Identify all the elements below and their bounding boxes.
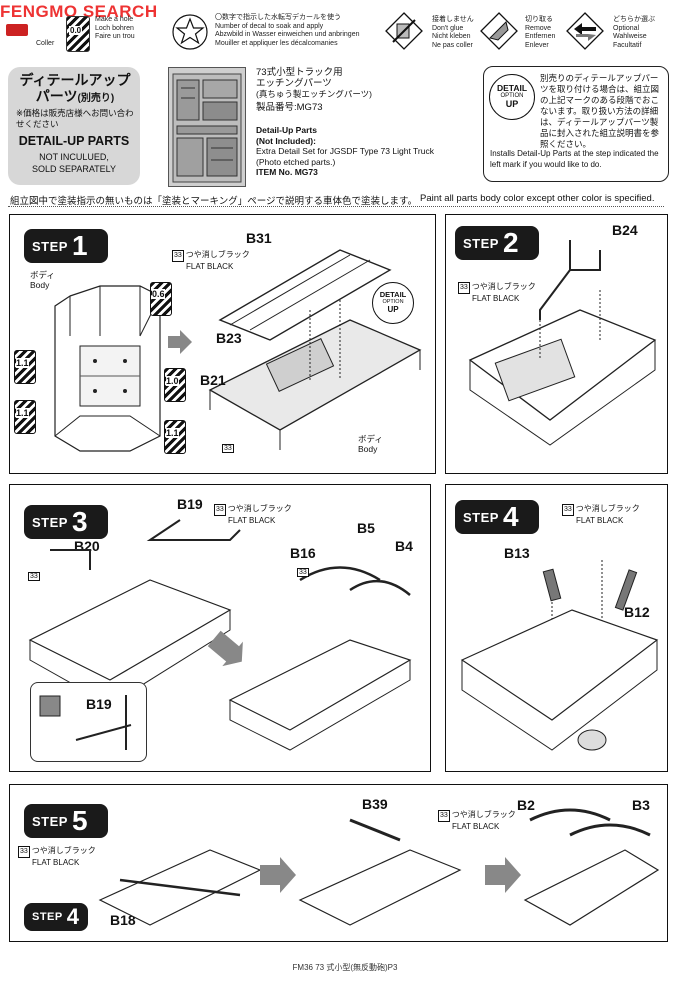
dotted-divider [8, 206, 664, 207]
drill-value: 1.1 [166, 428, 179, 438]
legend-drill-text: Make a hole Loch bohren Faire un trou [95, 16, 135, 40]
part-label: B2 [517, 797, 535, 813]
part-label: B21 [200, 372, 226, 388]
remove-icon [480, 12, 518, 50]
step-5-drawing [98, 808, 660, 926]
inset-drawing [39, 695, 132, 750]
step-3-inset [30, 682, 147, 762]
detail-option-up-badge: DETAIL OPTION UP [372, 282, 414, 324]
optional-icon [566, 12, 604, 50]
detail-option-up-badge: DETAIL OPTION UP [489, 74, 535, 120]
legend-fragment: Coller [36, 40, 55, 47]
detail-up-title-en: DETAIL-UP PARTS [18, 134, 130, 148]
assembly-arrow-icon [168, 330, 192, 354]
part-label: B4 [395, 538, 413, 554]
step-4-drawing [460, 560, 659, 751]
legend-no-glue-text: 接着しません Don't glue Nicht kleben Ne pas co… [432, 16, 474, 49]
drill-marker [150, 282, 172, 316]
drill-value: 1.0 [166, 376, 179, 386]
product-info-jp: 73式小型トラック用 エッチングパーツ (真ちゅう製エッチングパーツ) 製品番号… [256, 67, 372, 113]
body-tub-drawing [54, 285, 161, 452]
product-info-en: Detail-Up Parts (Not Included): Extra De… [256, 125, 434, 177]
part-label: B5 [357, 520, 375, 536]
paint-number: 33 [28, 572, 40, 581]
no-glue-icon [385, 12, 423, 50]
detail-up-info-jp: 別売りのディテールアップパーツを取り付ける場合は、組立図の上記マークのある段階で… [540, 73, 660, 149]
part-label: B23 [216, 330, 242, 346]
part-label: B19 [177, 496, 203, 512]
legend-optional-text: どちらか選ぶ Optional Wahlweise Facultatif [613, 16, 655, 49]
photo-etched-fret [168, 67, 246, 187]
part-label: B16 [290, 545, 316, 561]
watermark-logo [6, 24, 28, 36]
part-label: B12 [624, 604, 650, 620]
part-label: B18 [110, 912, 136, 928]
part-label: B39 [362, 796, 388, 812]
page-footer: FM36 73 式小型(無反動砲)P3 [292, 963, 398, 972]
paint-number: 33 [297, 568, 309, 577]
decal-icon [172, 14, 208, 50]
step-2-drawing [468, 240, 657, 446]
drill-value: 1.1 [16, 408, 29, 418]
part-label: B3 [632, 797, 650, 813]
chassis-frame-drawing [208, 249, 422, 450]
detail-up-info-en: Installs Detail-Up Parts at the step ind… [490, 149, 659, 169]
detail-up-note-jp: ※価格は販売店様へお問い合わせください [16, 108, 134, 129]
part-label: B24 [612, 222, 638, 238]
legend-remove-text: 切り取る Remove Entfernen Enlever [525, 16, 556, 49]
drill-value: 0.6 [152, 289, 165, 299]
drill-value: 1.1 [16, 358, 29, 368]
legend-decal-text: 〇数字で指示した水転写デカールを使う Number of decal to so… [215, 14, 360, 47]
detail-up-box [8, 67, 140, 185]
paint-number: 33 [222, 444, 234, 453]
watermark: FENGMO SEARCH [0, 2, 158, 21]
step-3-drawing [28, 519, 412, 751]
part-label: B13 [504, 545, 530, 561]
part-label: B19 [86, 696, 112, 712]
legend-drill-value: 0.0 [69, 26, 83, 35]
paint-note-en: Paint all parts body color except other … [420, 193, 655, 204]
part-label: B31 [246, 230, 272, 246]
detail-up-title-jp: ディテールアップ パーツ(別売り) [19, 72, 131, 104]
paint-note-jp: 組立図中で塗装指示の無いものは「塗装とマーキング」ページで説明する車体色で塗装し… [10, 196, 418, 207]
detail-up-sub-en: NOT INCULUED, SOLD SEPARATELY [31, 152, 117, 174]
